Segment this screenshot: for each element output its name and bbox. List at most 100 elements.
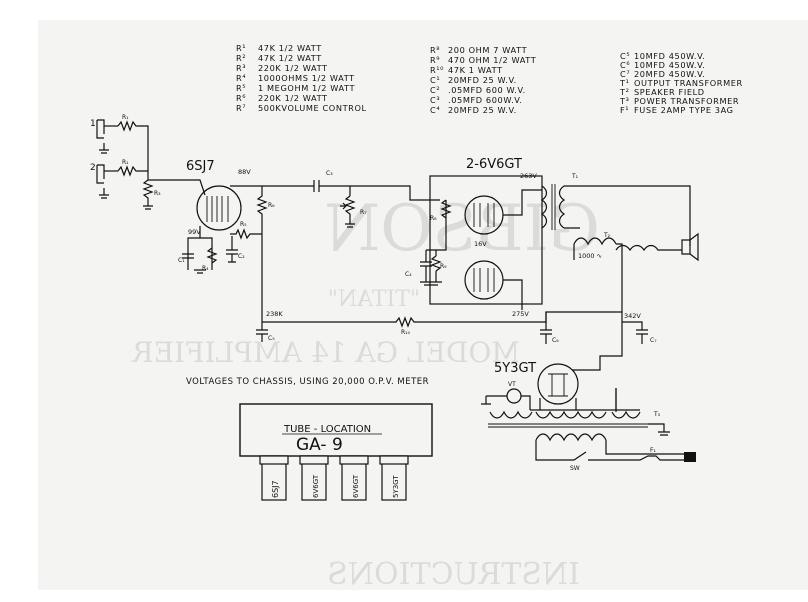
output-transformer: T₁ T₂ 1000 ∿ <box>540 173 699 330</box>
c6-label: C₆ <box>552 337 559 344</box>
cathode-voltage: 16V <box>474 240 487 248</box>
parts-column-2: R⁸ 200 OHM 7 WATT R⁹ 470 OHM 1/2 WATT R¹… <box>430 45 537 115</box>
part-r6: R⁶ <box>236 93 246 103</box>
r10-label: R₁₀ <box>401 329 411 336</box>
preamp-tube-label: 6SJ7 <box>186 159 215 174</box>
c3-label: C₃ <box>326 170 333 177</box>
tube-location-diagram: TUBE - LOCATION GA- 9 6SJ7 6V6GT 6V6GT <box>239 403 433 501</box>
tube-location-title: TUBE - LOCATION <box>283 424 371 435</box>
resistor-r5 <box>230 228 262 240</box>
ground-symbol <box>345 223 355 228</box>
part-c1-value: 20MFD 25 W.V. <box>448 75 517 85</box>
tube-6sj7 <box>196 185 242 231</box>
part-r5: R⁵ <box>236 83 246 93</box>
r9-label: R₉ <box>440 263 447 270</box>
part-c5-value: 10MFD 450W.V. <box>634 51 705 61</box>
input-jack-1 <box>96 119 105 139</box>
part-f1: F¹ <box>620 105 629 115</box>
r5-label: R₅ <box>240 221 247 228</box>
part-c7: C⁷ <box>620 69 630 79</box>
ghost-instructions: INSTRUCTIONS <box>327 557 580 592</box>
socket-2-tube: 6V6GT <box>312 474 320 498</box>
tube-6v6gt-2 <box>464 260 504 300</box>
part-r9-value: 470 OHM 1/2 WATT <box>448 55 537 65</box>
c1-label: C₁ <box>178 257 185 264</box>
socket-3-tube: 6V6GT <box>352 474 360 498</box>
output-stage: 2-6V6GT R₈ 16V 263V C₄ R₉ <box>405 157 543 310</box>
field-voltage: 1000 ∿ <box>578 252 602 260</box>
part-r3-value: 220K 1/2 WATT <box>258 63 328 73</box>
part-r6-value: 220K 1/2 WATT <box>258 93 328 103</box>
tube-5y3gt <box>537 363 579 405</box>
speaker-field-t2 <box>573 237 617 246</box>
resistor-r4 <box>206 247 218 264</box>
capacitor-c7 <box>622 321 648 344</box>
paper-sheet <box>38 20 808 590</box>
rectifier-voltage: 342V <box>624 312 641 320</box>
part-f1-value: FUSE 2AMP TYPE 3AG <box>634 105 734 115</box>
r8-label: R₈ <box>430 215 437 222</box>
r7-label: R₇ <box>360 209 367 216</box>
parts-column-1: R¹ 47K 1/2 WATT R² 47K 1/2 WATT R³ 220K … <box>236 43 366 113</box>
t3-secondary-1 <box>489 410 533 419</box>
b-plus-voltage-2: 275V <box>512 310 529 318</box>
preamp-stage: 6SJ7 88V R₆ 99V C₁ R₄ R₅ C₂ <box>178 159 275 312</box>
rectifier-stage: 5Y3GT VT <box>481 330 623 410</box>
socket-4-tube: 5Y3GT <box>392 475 400 498</box>
resistor-r6 <box>256 186 268 312</box>
socket-4: 5Y3GT <box>379 455 409 501</box>
r2-label: R₁ <box>122 159 129 166</box>
part-c2-value: .05MFD 600 W.V. <box>448 85 526 95</box>
part-c5: C⁵ <box>620 51 630 61</box>
t3-secondary-3 <box>611 410 641 419</box>
parts-list: R¹ 47K 1/2 WATT R² 47K 1/2 WATT R³ 220K … <box>236 43 742 115</box>
t3-secondary-2 <box>535 410 607 419</box>
part-r7: R⁷ <box>236 103 246 113</box>
r4-label: R₄ <box>202 265 209 272</box>
c7-label: C₇ <box>650 337 657 344</box>
part-r1: R¹ <box>236 43 246 53</box>
t1-label: T₁ <box>571 173 579 180</box>
part-r8-value: 200 OHM 7 WATT <box>448 45 528 55</box>
output-plate-voltage: 263V <box>520 172 537 180</box>
input-jacks: 1 2 R₁ R₁ R₃ <box>90 114 206 210</box>
ghost-titan: "TITAN" <box>328 287 420 312</box>
c5-label: C₅ <box>268 335 275 342</box>
part-r10: R¹⁰ <box>430 65 444 75</box>
ghost-brand: GIBSON <box>324 192 600 266</box>
ground-symbol <box>194 269 206 274</box>
t3-label: T₃ <box>653 411 661 418</box>
output-tube-label: 2-6V6GT <box>466 157 522 172</box>
part-r5-value: 1 MEGOHM 1/2 WATT <box>258 83 356 93</box>
part-c4: C⁴ <box>430 105 440 115</box>
ground-symbol <box>648 423 670 436</box>
part-r2-value: 47K 1/2 WATT <box>258 53 322 63</box>
ground-symbol <box>143 205 153 210</box>
capacitor-c3 <box>262 180 351 196</box>
power-transformer: T₃ SW F₁ <box>488 388 696 472</box>
part-c2: C² <box>430 85 440 95</box>
part-t2-value: SPEAKER FIELD <box>634 87 705 97</box>
output-stage-box <box>429 175 543 305</box>
f1-label: F₁ <box>650 447 656 454</box>
resistor-r1 <box>117 120 149 148</box>
resistor-r10 <box>261 311 622 328</box>
part-r1-value: 47K 1/2 WATT <box>258 43 322 53</box>
rectifier-tube-label: 5Y3GT <box>494 361 536 376</box>
ground-symbol <box>420 250 442 286</box>
bleed-through-text: GIBSON "TITAN" MODEL GA 14 AMPLIFIER INS… <box>132 192 600 592</box>
ground-symbol <box>99 188 109 199</box>
part-r4: R⁴ <box>236 73 246 83</box>
preamp-plate-voltage: 88V <box>238 168 251 176</box>
c2-label: C₂ <box>238 253 245 260</box>
speaker-icon <box>681 232 699 262</box>
pilot-lamp-icon <box>506 388 522 404</box>
resistor-r2 <box>117 165 148 177</box>
capacitor-c2 <box>226 236 238 263</box>
socket-1-tube: 6SJ7 <box>271 480 280 498</box>
part-t2: T² <box>619 87 629 97</box>
c4-label: C₄ <box>405 271 412 278</box>
b-plus-rail: R₁₀ 238K 275V C₅ C₆ 342V C₇ <box>256 310 657 344</box>
